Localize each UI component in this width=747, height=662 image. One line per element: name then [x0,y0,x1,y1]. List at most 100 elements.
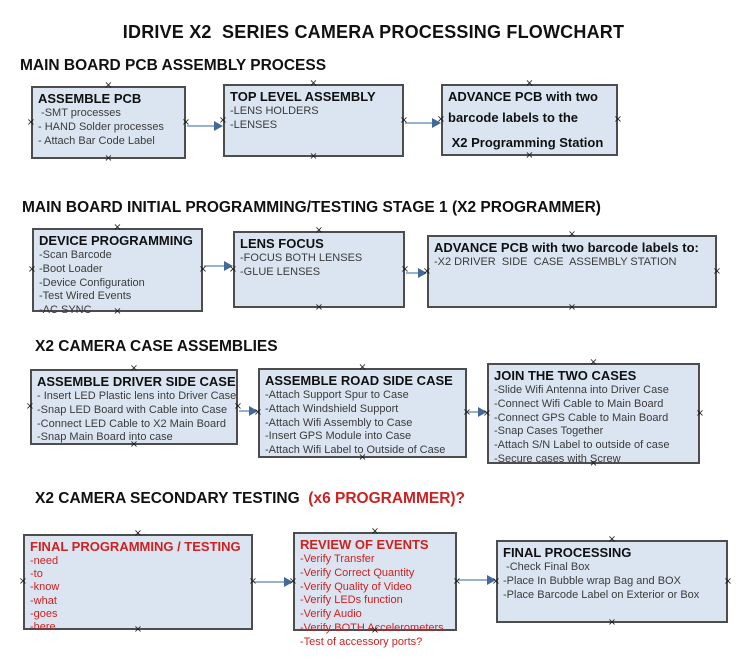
anchor-handle-icon: × [358,452,367,463]
anchor-handle-icon: × [589,357,598,368]
box-line: -Boot Loader [39,262,103,275]
box-line: -Device Configuration [39,276,145,289]
anchor-handle-icon: × [314,225,324,236]
box-title: ASSEMBLE DRIVER SIDE CASE [37,374,236,389]
anchor-handle-icon: × [314,302,324,313]
flow-box-review-of-events: REVIEW OF EVENTS-Verify Transfer -Verify … [293,532,457,648]
anchor-handle-icon: × [228,263,238,275]
box-title: ASSEMBLE PCB [38,91,142,106]
flow-arrow [405,122,434,124]
box-line: -know [30,581,60,594]
box-line: -here [30,621,56,634]
flow-arrowhead-icon [487,575,496,585]
box-line: barcode labels to the [448,110,579,125]
anchor-handle-icon: × [113,222,122,233]
box-line: -Snap Main Board into case [37,431,173,444]
box-line: -Secure cases with Screw [494,452,621,465]
anchor-handle-icon: × [26,116,36,128]
flow-arrowhead-icon [478,407,487,417]
box-line: -Attach Wifi Assembly to Case [265,416,413,429]
anchor-handle-icon: × [133,528,143,539]
anchor-handle-icon: × [253,407,263,418]
anchor-handle-icon: × [723,575,733,587]
box-title: LENS FOCUS [240,236,324,251]
section-heading-2: MAIN BOARD INITIAL PROGRAMMING/TESTING S… [22,199,601,217]
flow-box-final-programming-testing: FINAL PROGRAMMING / TESTING-need-to-know… [23,534,253,633]
anchor-handle-icon: × [567,229,577,240]
anchor-handle-icon: × [309,78,318,89]
anchor-handle-icon: × [525,150,534,161]
box-line: -FOCUS BOTH LENSES [240,252,363,264]
flow-arrowhead-icon [214,121,223,131]
anchor-handle-icon: × [607,534,617,545]
flow-arrowhead-icon [224,261,233,271]
box-title: REVIEW OF EVENTS [300,537,429,552]
anchor-handle-icon: × [613,114,623,125]
box-line: -Attach Wifi Label to Outside of Case [265,444,446,457]
box-title: FINAL PROCESSING [503,545,632,560]
anchor-handle-icon: × [400,263,410,275]
flow-box-assemble-road-side-case: ASSEMBLE ROAD SIDE CASE-Attach Support S… [258,368,467,458]
anchor-handle-icon: × [607,617,617,628]
anchor-handle-icon: × [525,78,534,89]
box-line: -Verify BOTH Accelerometers [300,621,444,634]
flow-arrow [406,272,420,274]
flow-arrow [187,125,216,127]
box-title: JOIN THE TWO CASES [494,368,637,383]
flow-box-device-programming: DEVICE PROGRAMMING-Scan Barcode-Boot Loa… [32,228,203,316]
box-line: -SMT processes [38,107,121,119]
section-heading-1: MAIN BOARD PCB ASSEMBLY PROCESS [20,57,326,75]
box-line: -Test of accessory ports? [300,635,423,648]
flow-arrow [254,581,286,583]
flow-arrow [468,411,480,413]
anchor-handle-icon: × [358,362,367,373]
box-line: -Attach Windshield Support [265,402,399,415]
box-title: TOP LEVEL ASSEMBLY [230,89,376,104]
box-line: - Attach Bar Code Label [38,134,155,147]
section-heading-text: MAIN BOARD INITIAL PROGRAMMING/TESTING S… [22,199,601,216]
anchor-handle-icon: × [129,363,139,374]
box-line: -Check Final Box [503,561,590,573]
box-line: -Verify Quality of Video [300,580,412,593]
box-title: ADVANCE PCB with two [448,89,598,104]
box-line: -to [30,568,43,581]
flow-box-assemble-driver-side-case: ASSEMBLE DRIVER SIDE CASE- Insert LED Pl… [30,369,238,445]
flow-box-final-processing: FINAL PROCESSING -Check Final Box -Place … [496,540,728,623]
anchor-handle-icon: × [370,526,380,537]
anchor-handle-icon: × [491,575,501,587]
anchor-handle-icon: × [113,306,122,317]
box-line: -Place Barcode Label on Exterior or Box [503,588,700,601]
box-title: FINAL PROGRAMMING / TESTING [30,539,241,554]
anchor-handle-icon: × [436,114,446,125]
box-line: -what [30,594,57,607]
box-line: -LENS HOLDERS [230,105,319,117]
box-line: -Connect Wifi Cable to Main Board [494,397,664,410]
box-line: -Insert GPS Module into Case [265,430,412,443]
box-line: -Attach S/N Label to outside of case [494,439,670,452]
section-heading-4: X2 CAMERA SECONDARY TESTING (x6 PROGRAMM… [35,490,465,508]
box-line: -Test Wired Events [39,290,132,303]
anchor-handle-icon: × [198,264,208,275]
anchor-handle-icon: × [104,153,113,164]
anchor-handle-icon: × [462,407,472,418]
box-line: - Insert LED Plastic lens into Driver Ca… [37,390,237,402]
box-line: -Verify LEDs function [300,594,403,607]
section-heading-text: (x6 PROGRAMMER)? [308,490,466,507]
box-line: -AC SYNC [39,304,92,317]
section-heading-text: X2 CAMERA CASE ASSEMBLIES [35,338,278,355]
flow-arrow [204,265,226,267]
box-line: -LENSES [230,118,278,131]
flow-box-assemble-pcb: ASSEMBLE PCB -SMT processes- HAND Solder… [31,86,186,159]
flow-arrow [458,579,489,581]
anchor-handle-icon: × [370,625,380,636]
anchor-handle-icon: × [567,302,577,313]
page-title: IDRIVE X2 SERIES CAMERA PROCESSING FLOWC… [122,22,625,42]
anchor-handle-icon: × [695,407,705,419]
box-line: -GLUE LENSES [240,265,321,278]
box-line: -X2 DRIVER SIDE CASE ASSEMBLY STATION [434,256,677,268]
anchor-handle-icon: × [288,575,298,587]
flow-box-join-the-two-cases: JOIN THE TWO CASES-Slide Wifi Antenna in… [487,363,700,465]
anchor-handle-icon: × [25,401,35,412]
box-line: -Verify Transfer [300,553,375,565]
